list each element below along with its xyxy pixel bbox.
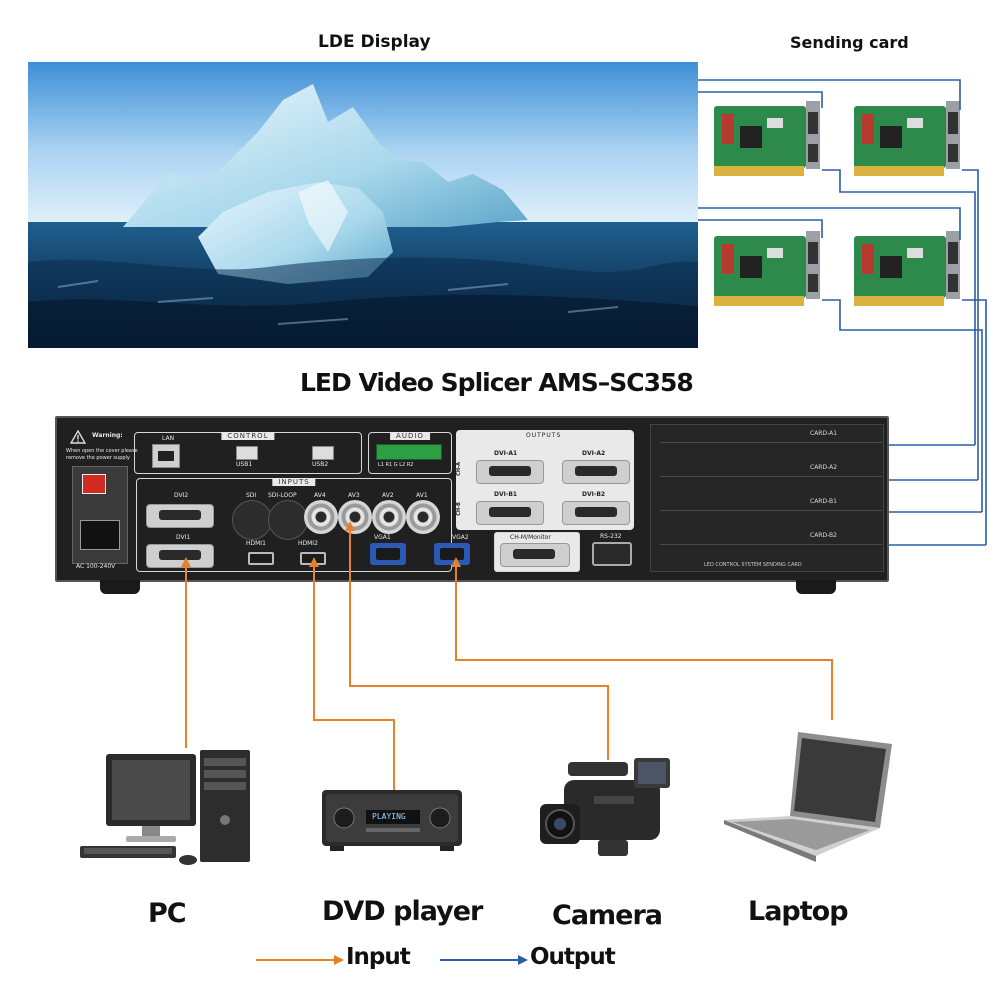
device-title: LED Video Splicer AMS–SC358 [300, 368, 694, 397]
card-slot-b1 [660, 510, 882, 511]
sending-card-b1 [712, 226, 824, 312]
dvi-b2-port[interactable] [562, 501, 630, 525]
av4-port[interactable] [304, 500, 338, 534]
hdmi2-label: HDMI2 [298, 540, 318, 547]
av2-label: AV2 [382, 492, 394, 499]
dvi2-label: DVI2 [174, 492, 189, 499]
ch-m-monitor-port[interactable] [500, 543, 570, 567]
sending-card-b2 [852, 226, 964, 312]
av4-label: AV4 [314, 492, 326, 499]
outputs-label: OUTPUTS [526, 432, 562, 439]
card-a1-label: CARD-A1 [810, 430, 838, 437]
av1-port[interactable] [406, 500, 440, 534]
card-slot-a2 [660, 476, 882, 477]
av1-label: AV1 [416, 492, 428, 499]
sdi-loop-label: SDI-LOOP [268, 492, 297, 499]
control-label: CONTROL [221, 432, 275, 440]
pc-label: PC [148, 898, 187, 929]
panel-foot-left [100, 580, 140, 594]
usb2-label: USB2 [312, 461, 329, 468]
vga2-label: VGA2 [452, 534, 469, 541]
legend-input-label: Input [346, 944, 411, 970]
ac-label: AC 100-240V [76, 563, 116, 570]
dvi-b2-label: DVI-B2 [582, 491, 606, 498]
av3-port[interactable] [338, 500, 372, 534]
rs232-label: RS-232 [600, 533, 622, 540]
dvi-a2-label: DVI-A2 [582, 450, 606, 457]
pc-icon [76, 746, 256, 872]
dvi2-port[interactable] [146, 504, 214, 528]
display-heading: LDE Display [318, 32, 431, 52]
legend-output-arrow [440, 955, 528, 965]
audio-label: AUDIO [390, 432, 430, 440]
dvi-b1-label: DVI-B1 [494, 491, 518, 498]
sdi-loop-port[interactable] [268, 500, 308, 540]
control-section: CONTROL [134, 432, 362, 474]
dvd-screen-text: PLAYING [372, 812, 406, 821]
ch-m-label: CH-M/Monitor [510, 534, 551, 541]
legend-output-label: Output [530, 944, 616, 970]
vga2-port[interactable] [434, 543, 470, 565]
sending-card-heading: Sending card [790, 33, 909, 52]
vga1-label: VGA1 [374, 534, 391, 541]
inputs-section: INPUTS [136, 478, 452, 572]
card-footer-label: LED CONTROL SYSTEM SENDING CARD [704, 562, 802, 568]
led-display-image [28, 62, 698, 348]
lan-port[interactable] [152, 444, 180, 468]
sending-card-a2 [852, 96, 964, 182]
legend-input-arrow [256, 955, 344, 965]
card-b1-label: CARD-B1 [810, 498, 837, 505]
hdmi1-label: HDMI1 [246, 540, 266, 547]
warning-icon [69, 429, 87, 444]
sending-card-a1 [712, 96, 824, 182]
dvi-a1-port[interactable] [476, 460, 544, 484]
av3-label: AV3 [348, 492, 360, 499]
inputs-label: INPUTS [272, 478, 316, 486]
power-switch[interactable] [82, 474, 106, 494]
rs232-port[interactable] [592, 542, 632, 566]
av2-port[interactable] [372, 500, 406, 534]
vga1-port[interactable] [370, 543, 406, 565]
warning-text-2: remove the power supply [66, 455, 130, 461]
usb1-label: USB1 [236, 461, 253, 468]
warning-title: Warning: [92, 432, 123, 439]
lan-label: LAN [162, 435, 175, 442]
dvd-player-icon [322, 786, 462, 852]
dvi1-label: DVI1 [176, 534, 191, 541]
usb1-port[interactable] [236, 446, 258, 460]
sdi-label: SDI [246, 492, 257, 499]
camera-icon [538, 752, 678, 872]
audio-pins-label: L1 R1 G L2 R2 [378, 462, 414, 468]
usb2-port[interactable] [312, 446, 334, 460]
card-a2-label: CARD-A2 [810, 464, 838, 471]
laptop-label: Laptop [748, 896, 849, 927]
hdmi1-port[interactable] [248, 552, 274, 565]
dvi-a2-port[interactable] [562, 460, 630, 484]
dvd-player-label: DVD player [322, 896, 483, 927]
card-slot-b2 [660, 544, 882, 545]
card-slot-a1 [660, 442, 882, 443]
warning-text-1: When open the cover please [66, 448, 138, 454]
audio-terminal[interactable] [376, 444, 442, 460]
power-socket[interactable] [80, 520, 120, 550]
card-b2-label: CARD-B2 [810, 532, 837, 539]
card-slots-area [650, 424, 884, 572]
audio-section: AUDIO [368, 432, 452, 474]
dvi1-port[interactable] [146, 544, 214, 568]
panel-foot-right [796, 580, 836, 594]
dvi-b1-port[interactable] [476, 501, 544, 525]
camera-label: Camera [552, 900, 663, 931]
dvi-a1-label: DVI-A1 [494, 450, 518, 457]
laptop-icon [720, 724, 896, 864]
